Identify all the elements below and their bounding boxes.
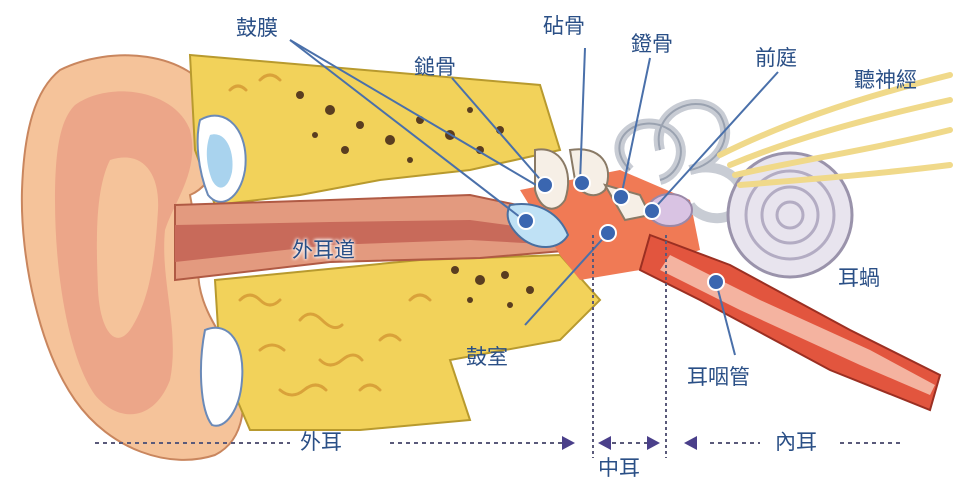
label-stapes: 鐙骨 — [631, 34, 673, 55]
label-auditory-nerve: 聽神經 — [854, 70, 917, 91]
region-middle-ear: 中耳 — [598, 458, 640, 479]
label-eustachian-tube: 耳咽管 — [687, 367, 750, 388]
label-ear-canal: 外耳道 — [292, 240, 355, 261]
label-incus: 砧骨 — [543, 16, 585, 37]
region-inner-ear: 內耳 — [775, 432, 817, 453]
label-tympanic-membrane: 鼓膜 — [236, 18, 278, 39]
label-tympanic-cavity: 鼓室 — [466, 347, 508, 368]
region-outer-ear: 外耳 — [300, 432, 342, 453]
label-vestibule: 前庭 — [755, 48, 797, 69]
label-malleus: 鎚骨 — [414, 57, 456, 78]
label-cochlea: 耳蝸 — [838, 268, 880, 289]
